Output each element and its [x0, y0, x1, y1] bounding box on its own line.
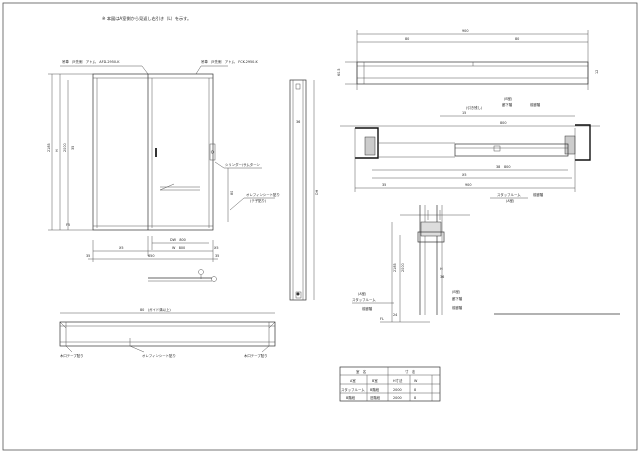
- dim-w-total: 650: [148, 254, 154, 258]
- vlabel-b-room: (B室): [452, 289, 461, 294]
- door-frame: [92, 73, 214, 231]
- dim-section-800-b: 800: [504, 165, 510, 169]
- callout-cylinder: シリンダー/サムターン: [225, 162, 260, 167]
- dim-section-900: 900: [465, 183, 471, 187]
- dim-vertical-2185: 2185: [393, 263, 397, 272]
- callout-olefin-bottom: オレフィンシート貼り: [142, 353, 176, 358]
- vertical-detail: 2185 2000 H 36 (A室) スタッフルーム 前廊階 (B室) 廊下階…: [352, 205, 620, 323]
- dim-vertical-h: H: [440, 267, 443, 271]
- dim-height-f5: F5: [66, 223, 70, 227]
- table-cell: B階段: [346, 395, 356, 400]
- dim-x-right: X5: [214, 246, 218, 250]
- label-a-room: (A室): [506, 198, 515, 203]
- dim-section-38: 38: [496, 165, 500, 169]
- dim-total-top: 900: [462, 29, 468, 33]
- dim-height-2000: 2000: [63, 143, 67, 152]
- table-cell: 8: [414, 388, 416, 392]
- table-header: H寸法: [393, 378, 403, 383]
- label-staff-room: スタッフルーム: [497, 192, 521, 197]
- label-sliding: (引き残し): [466, 105, 483, 110]
- dim-thk: 12: [595, 70, 599, 74]
- cylinder-lock: [209, 143, 216, 161]
- wall-right: [575, 124, 591, 161]
- dim-vertical-36: 36: [440, 275, 444, 279]
- vlabel-staff: スタッフルーム: [352, 297, 376, 302]
- strip-outline: [356, 61, 589, 85]
- label-hallway: 前廊階: [533, 192, 544, 197]
- vlabel-hallway: 前廊階: [452, 305, 463, 310]
- drawing-note: ※ 本図はA室側から見返し右引き（L）を示す。: [102, 15, 191, 22]
- dim-height-h: H: [55, 149, 59, 152]
- door-schedule-table: 室 名 寸 法 A室 B室 H寸法 W スタッフルーム B階段 2000 8 B…: [339, 366, 441, 402]
- dim-side-top: 36: [296, 120, 300, 124]
- vlabel-floor: FL: [380, 317, 384, 321]
- dim-section-35: 35: [382, 183, 386, 187]
- dim-section-15: 15: [462, 111, 466, 115]
- dim-x-left: X5: [119, 246, 123, 250]
- table-header: A室: [350, 378, 356, 383]
- table-cell: 8: [414, 396, 416, 400]
- door-section-outline: [289, 79, 307, 301]
- dim-80-vertical: 80: [230, 191, 234, 195]
- door-side-section: 36 DH: [289, 79, 319, 301]
- vlabel-corridor: 前廊階: [362, 306, 373, 311]
- door-right-label: 吊車 戸先側 アトム FCK-2950-K: [201, 59, 259, 64]
- table-cell: 旧階段: [370, 395, 381, 400]
- table-cell: スタッフルーム: [341, 387, 365, 392]
- dim-section-800: 800: [500, 121, 506, 125]
- dim-left-a: 35: [86, 254, 90, 258]
- level-marker-icon: [198, 269, 204, 275]
- door-pull-handle: [155, 148, 157, 157]
- door-plan-view: 80 (ガイド溝以上) 木口テープ貼り オレフィンシート貼り 木口テープ貼り: [59, 307, 276, 358]
- dim-seg-right: 80: [515, 37, 519, 41]
- dim-dw: DW 800: [170, 238, 186, 242]
- table-cell: 2000: [393, 396, 402, 400]
- dim-section-x5: X5: [462, 173, 466, 177]
- callout-olefin-right: オレフィンシート貼り: [246, 192, 280, 197]
- dim-vertical-2000: 2000: [401, 263, 405, 272]
- frame-plan-strip: 900 80 80 60.5 12: [337, 29, 599, 90]
- callout-wood-right: 木口テープ貼り: [244, 353, 268, 358]
- rail-block: [420, 221, 442, 237]
- vlabel-b-corridor: 廊下階: [452, 296, 463, 301]
- vlabel-dim-24: 24: [393, 313, 397, 317]
- vlabel-a-room: (A室): [358, 291, 367, 296]
- dim-height-total: 2185: [47, 143, 51, 152]
- table-dims: 寸 法: [405, 369, 416, 374]
- dim-guide-rail: 80 (ガイド溝以上): [140, 307, 171, 312]
- label-hallway-top: 前廊階: [530, 102, 541, 107]
- door-elevation: 吊車 戸先側 アトム AFD-2950-K 吊車 戸先側 アトム FCK-295…: [47, 59, 280, 282]
- callout-olefin-sub: (テ子貼り): [250, 198, 267, 203]
- door-left-label: 吊車 戸先側 アトム AFD-2950-K: [62, 59, 120, 64]
- table-cell: B階段: [370, 387, 380, 392]
- level-marker-icon: [211, 276, 217, 282]
- dim-height-35: 35: [71, 146, 75, 150]
- table-title: 室 名: [356, 369, 366, 374]
- dim-depth: 60.5: [337, 68, 341, 76]
- door-leaf-section: [454, 143, 569, 157]
- label-corridor-top: 廊下階: [502, 102, 513, 107]
- label-b-room-top: (B室): [504, 96, 513, 101]
- horizontal-section: (B室) 廊下階 前廊階 (引き残し) 15 800 38 800 X5 35 …: [340, 96, 600, 203]
- dim-seg-left: 80: [405, 37, 409, 41]
- dim-w-panel: W 800: [172, 246, 185, 250]
- plan-panel-outline: [59, 321, 276, 347]
- table-header: W: [414, 379, 418, 383]
- sheet-frame: [2, 2, 638, 451]
- dim-dh: DH: [315, 189, 319, 195]
- table-header: B室: [372, 378, 378, 383]
- callout-wood-left: 木口テープ貼り: [60, 353, 84, 358]
- table-cell: 2000: [393, 388, 402, 392]
- dim-right-a: 35: [215, 254, 219, 258]
